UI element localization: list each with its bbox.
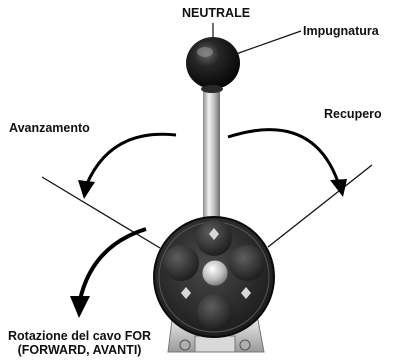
diamond-icon [181, 287, 191, 299]
rotation-label-line2: (FORWARD, AVANTI) [17, 343, 142, 357]
rotation-label-line1: Rotazione del cavo FOR [8, 329, 152, 343]
base-screw [179, 339, 191, 351]
grip-knob [186, 37, 240, 89]
rotation-arrow [78, 227, 147, 301]
advance-arrow [84, 132, 177, 187]
center-pivot [201, 259, 229, 287]
control-button-left [163, 245, 199, 281]
advance-arrowhead [78, 180, 95, 199]
grip-leader-line [235, 30, 302, 55]
advance-label: Avanzamento [9, 121, 90, 135]
control-button-bottom [197, 294, 233, 330]
diamond-icon [241, 287, 251, 299]
control-button-right [229, 245, 265, 281]
grip-label: Impugnatura [303, 24, 379, 38]
base-plate [194, 335, 236, 353]
lever-shaft [203, 86, 220, 251]
recover-arrowhead [330, 179, 347, 197]
knob-highlight [197, 47, 213, 57]
recover-label: Recupero [324, 107, 382, 121]
recover-guide-line [267, 164, 373, 248]
diamond-icon [209, 228, 219, 240]
base-screw [239, 339, 251, 351]
knob-collar [201, 85, 223, 93]
rotation-arrowhead [70, 296, 90, 318]
neutral-label: NEUTRALE [182, 6, 251, 20]
recover-arrow [227, 128, 340, 183]
rotation-label: Rotazione del cavo FOR (FORWARD, AVANTI) [8, 329, 151, 357]
advance-guide-line [41, 176, 161, 249]
